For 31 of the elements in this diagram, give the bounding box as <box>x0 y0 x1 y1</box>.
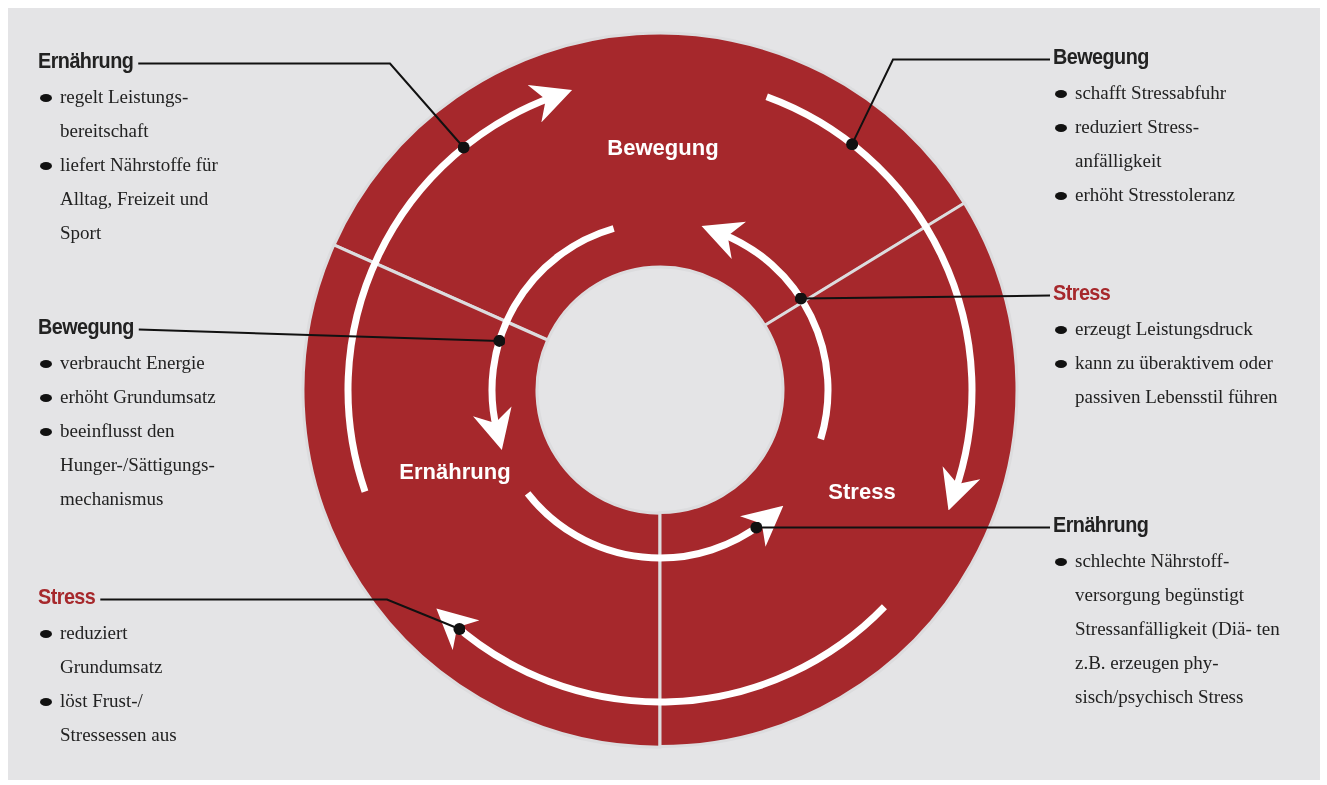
heading: Bewegung <box>38 314 134 340</box>
bullet-item: erhöht Grundumsatz <box>38 380 278 414</box>
leader-line <box>137 328 506 347</box>
bullet-item: liefert Nährstoffe für Alltag, Freizeit und Sport <box>38 148 253 250</box>
bullet-item: erhöht Stresstoleranz <box>1053 178 1248 212</box>
bullet-item: erzeugt Leistungsdruck <box>1053 312 1303 346</box>
heading: Stress <box>38 584 96 610</box>
heading: Bewegung <box>1053 44 1149 70</box>
leader-line <box>750 521 1051 534</box>
bullet-item: löst Frust-/ Stressessen aus <box>38 684 198 752</box>
sector-label: Stress <box>828 479 896 505</box>
arrow <box>345 86 572 493</box>
arrow <box>473 225 615 451</box>
bullet-item: schafft Stressabfuhr <box>1053 76 1248 110</box>
arrow <box>702 223 832 440</box>
leader-line <box>794 292 1051 305</box>
arrow <box>525 491 785 562</box>
bullet-item: schlechte Nährstoff- versorgung begünstigt Stressanfälligkeit (Diä- ten z.B. erzeugen phy- sisch/psychisch Stress <box>1053 544 1285 714</box>
bullet-item: beeinflusst den Hunger-/Sättigungs- mechanismus <box>38 414 278 516</box>
leader-line <box>137 62 470 154</box>
heading: Ernährung <box>38 48 134 74</box>
bullet-item: kann zu überaktivem oder passiven Lebensstil führen <box>1053 346 1303 414</box>
arrow <box>765 93 980 511</box>
leader-line <box>99 598 466 635</box>
heading: Stress <box>1053 280 1111 306</box>
heading: Ernährung <box>1053 512 1149 538</box>
arrow <box>435 604 887 706</box>
bullet-item: verbraucht Energie <box>38 346 278 380</box>
sector-label: Ernährung <box>399 459 511 485</box>
sector-label: Bewegung <box>607 135 719 161</box>
leader-line <box>846 58 1051 151</box>
